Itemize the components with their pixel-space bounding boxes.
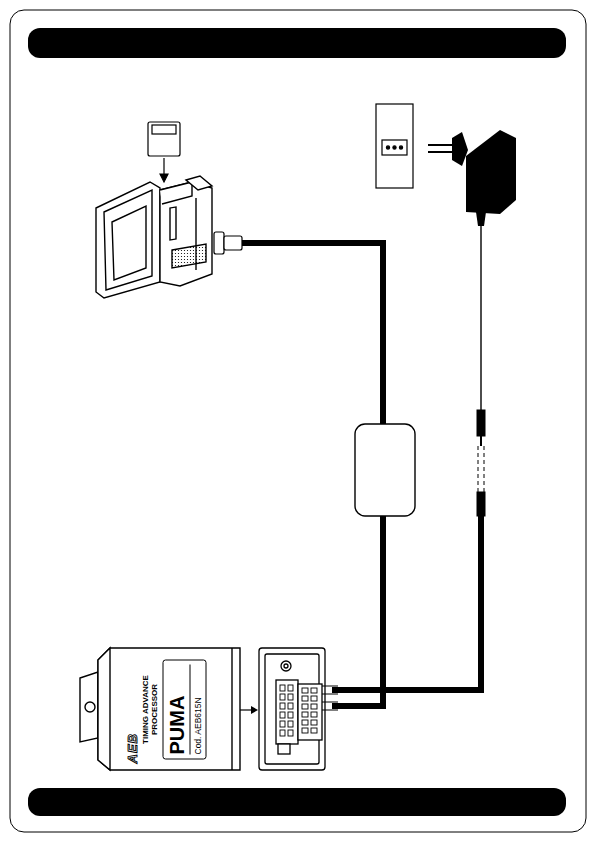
pin <box>288 712 293 718</box>
pin <box>311 728 317 733</box>
pin <box>280 712 285 718</box>
pin <box>311 704 317 709</box>
wall-socket <box>376 104 413 188</box>
pin <box>280 685 285 691</box>
connector-pins <box>280 685 317 736</box>
brand-logo: AEB <box>126 653 140 763</box>
product-label: PUMACod. AEB615N <box>163 659 207 759</box>
footer-bar <box>28 788 566 816</box>
pin <box>280 703 285 709</box>
pin <box>288 721 293 727</box>
pin <box>302 688 308 693</box>
page-frame <box>10 10 586 832</box>
connector-wires <box>322 686 338 710</box>
pin <box>288 694 293 700</box>
harness-connector <box>259 648 325 770</box>
pin <box>280 694 285 700</box>
pin <box>302 704 308 709</box>
product-line: TIMING ADVANCE PROCESSOR <box>141 653 159 765</box>
pin <box>311 696 317 701</box>
floppy-disk <box>148 122 180 182</box>
pin <box>302 712 308 717</box>
header-bar <box>28 28 566 58</box>
computer <box>96 176 212 298</box>
product-name: PUMA <box>166 664 188 754</box>
pin <box>302 720 308 725</box>
pin <box>311 720 317 725</box>
puma-module <box>80 648 240 770</box>
serial-cable <box>242 243 415 706</box>
module-face: AEBTIMING ADVANCE PROCESSORPUMACod. AEB6… <box>126 653 207 765</box>
pin <box>280 721 285 727</box>
pin <box>288 730 293 736</box>
power-adapter <box>428 130 516 226</box>
pin <box>288 685 293 691</box>
pin <box>311 712 317 717</box>
power-cable <box>332 226 485 690</box>
pin <box>311 688 317 693</box>
pin <box>302 728 308 733</box>
serial-connector <box>214 232 242 254</box>
pin <box>302 696 308 701</box>
pin <box>280 730 285 736</box>
pin <box>288 703 293 709</box>
product-code: Cod. AEB615N <box>190 664 203 754</box>
insert-arrow <box>240 706 258 714</box>
